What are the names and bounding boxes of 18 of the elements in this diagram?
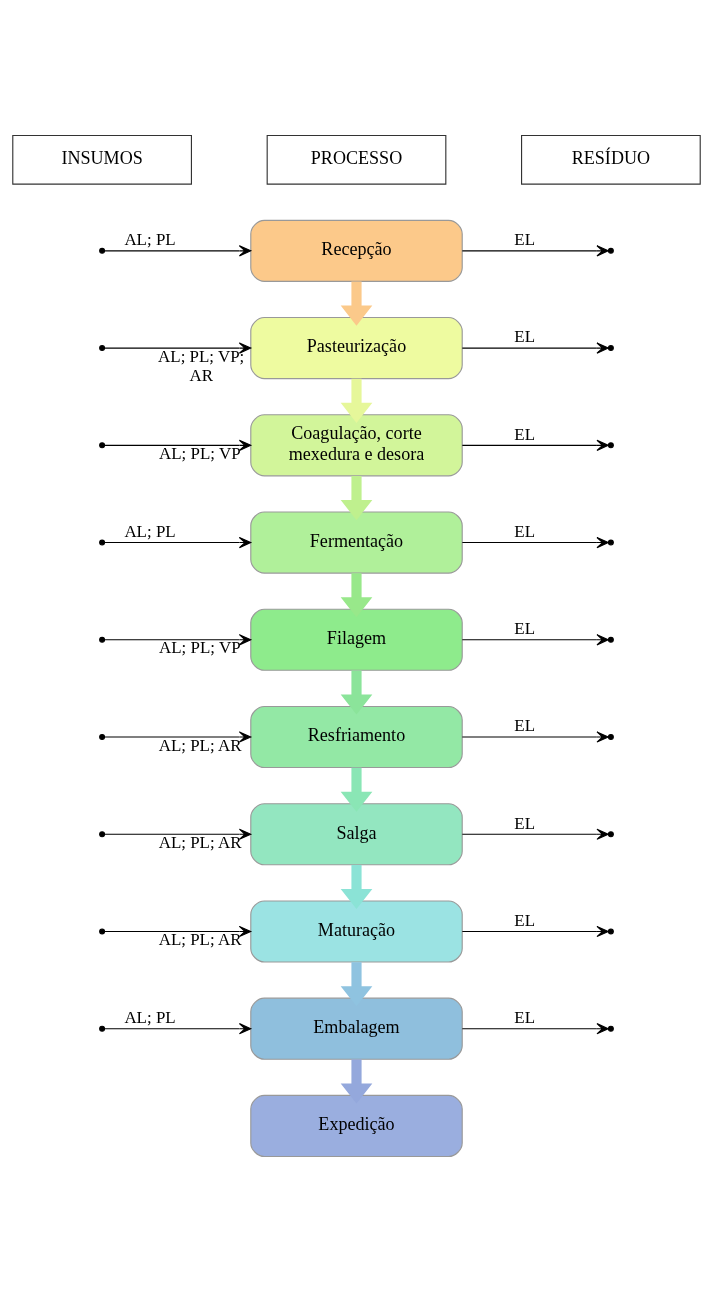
edge-label: AL; PL; AR [158, 832, 242, 852]
edge-label: EL [514, 716, 535, 736]
edge-label: AL; PL [124, 521, 176, 541]
edge-label: EL [514, 424, 535, 444]
edge-label: EL [514, 619, 535, 639]
edge-label: EL [514, 813, 535, 833]
edge-label: AL; PL; VP [158, 443, 241, 463]
edge-label: EL [514, 910, 535, 930]
edge-label: AL; PL; VP [158, 638, 241, 658]
edge-label: EL [514, 230, 535, 250]
edge-label: EL [514, 1008, 535, 1028]
edge-label: AL; PL [124, 230, 176, 250]
edge-label: AL; PL [124, 1008, 176, 1028]
edge-label: EL [514, 327, 535, 347]
edge-label: AL; PL; AR [158, 930, 242, 950]
edge-label: AL; PL; VP; AR [158, 346, 245, 385]
edge-label: AL; PL; AR [158, 735, 242, 755]
edge-label: EL [514, 521, 535, 541]
